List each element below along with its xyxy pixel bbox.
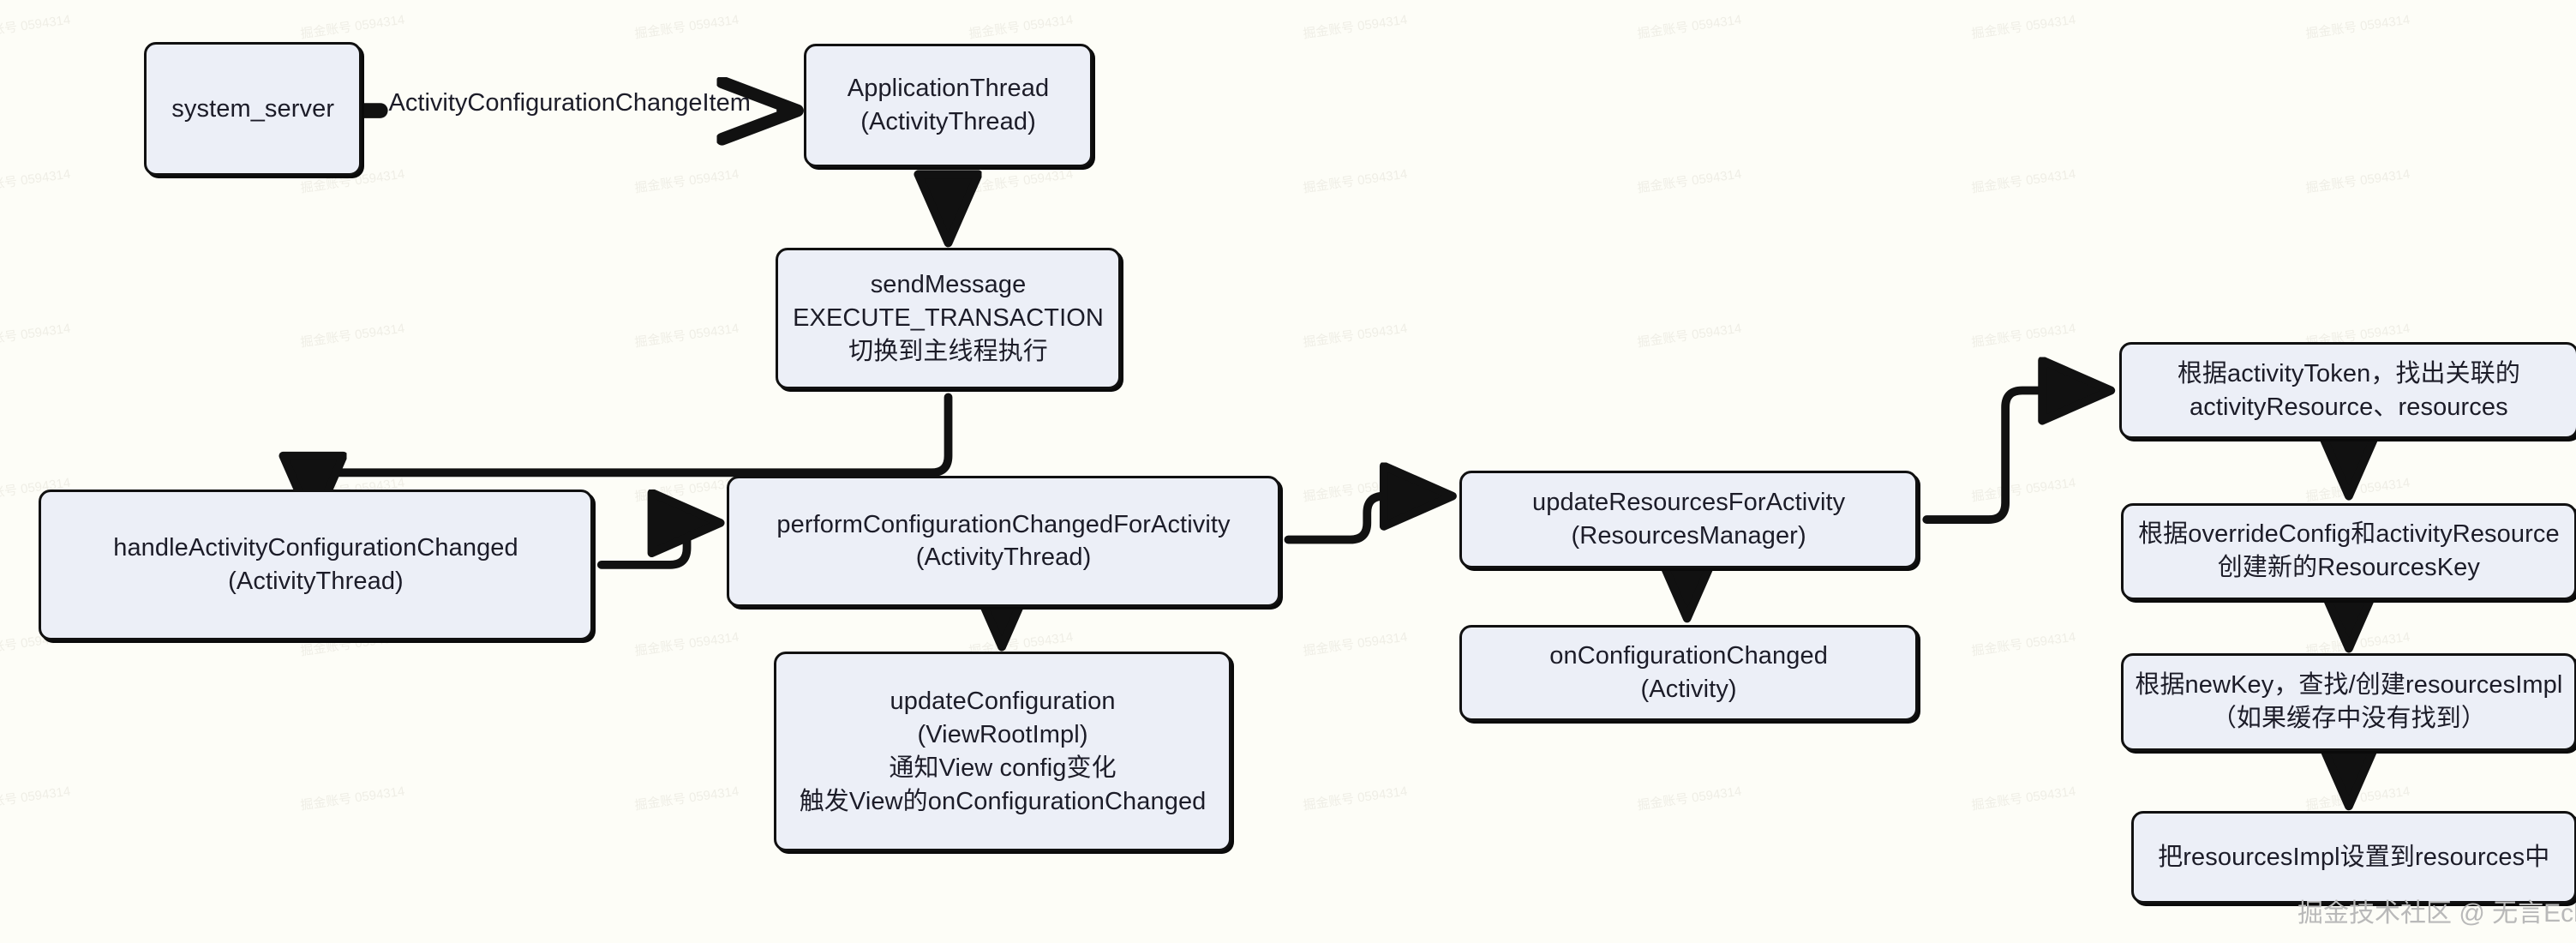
watermark-tile: 掘金账号 0594314: [1970, 166, 2077, 196]
watermark-tile: 掘金账号 0594314: [2304, 166, 2411, 196]
watermark-tile: 掘金账号 0594314: [1970, 475, 2077, 505]
watermark-tile: 掘金账号 0594314: [1636, 12, 1743, 42]
author-watermark: 掘金技术社区 @ 无言Echo: [2297, 899, 2576, 928]
watermark-tile: 掘金账号 0594314: [1302, 475, 1409, 505]
watermark-tile: 掘金账号 0594314: [1636, 784, 1743, 814]
node-update-configuration-viewrootimpl[interactable]: updateConfiguration (ViewRootImpl) 通知Vie…: [774, 652, 1231, 852]
watermark-tile: 掘金账号 0594314: [633, 629, 740, 659]
node-update-resources-for-activity[interactable]: updateResourcesForActivity (ResourcesMan…: [1459, 471, 1919, 568]
watermark-tile: 掘金账号 0594314: [967, 12, 1075, 42]
watermark-tile: 掘金账号 0594314: [1970, 12, 2077, 42]
node-system-server[interactable]: system_server: [144, 41, 362, 177]
watermark-tile: 掘金账号 0594314: [1302, 629, 1409, 659]
node-handle-activity-configuration-changed[interactable]: handleActivityConfigurationChanged (Acti…: [38, 489, 594, 640]
watermark-tile: 掘金账号 0594314: [1302, 166, 1409, 196]
node-create-resources-key[interactable]: 根据overrideConfig和activityResource 创建新的Re…: [2121, 502, 2576, 600]
watermark-tile: 掘金账号 0594314: [299, 12, 406, 42]
watermark-tile: 掘金账号 0594314: [1302, 784, 1409, 814]
watermark-tile: 掘金账号 0594314: [633, 166, 740, 196]
node-perform-configuration-changed-for-activity[interactable]: performConfigurationChangedForActivity (…: [727, 476, 1280, 607]
watermark-tile: 掘金账号 0594314: [0, 321, 72, 351]
watermark-tile: 掘金账号 0594314: [2304, 12, 2411, 42]
node-find-activity-resource[interactable]: 根据activityToken，找出关联的 activityResource、r…: [2119, 341, 2576, 440]
edge-update-resources-to-find-activity-resource: [1922, 391, 2106, 524]
watermark-tile: 掘金账号 0594314: [1302, 12, 1409, 42]
node-set-resources-impl[interactable]: 把resourcesImpl设置到resources中: [2130, 811, 2576, 904]
watermark-tile: 掘金账号 0594314: [299, 321, 406, 351]
watermark-tile: 掘金账号 0594314: [633, 12, 740, 42]
edge-handle-to-perform: [596, 523, 716, 569]
watermark-tile: 掘金账号 0594314: [633, 784, 740, 814]
watermark-tile: 掘金账号 0594314: [299, 784, 406, 814]
node-send-message[interactable]: sendMessage EXECUTE_TRANSACTION 切换到主线程执行: [776, 248, 1121, 389]
watermark-tile: 掘金账号 0594314: [1302, 321, 1409, 351]
watermark-tile: 掘金账号 0594314: [967, 166, 1075, 196]
watermark-tile: 掘金账号 0594314: [0, 12, 72, 42]
watermark-tile: 掘金账号 0594314: [633, 321, 740, 351]
watermark-tile: 掘金账号 0594314: [2304, 475, 2411, 505]
watermark-tile: 掘金账号 0594314: [2304, 784, 2411, 814]
watermark-tile: 掘金账号 0594314: [1970, 321, 2077, 351]
watermark-tile: 掘金账号 0594314: [633, 475, 740, 505]
node-find-create-resources-impl[interactable]: 根据newKey，查找/创建resourcesImpl （如果缓存中没有找到）: [2121, 653, 2576, 751]
watermark-tile: 掘金账号 0594314: [1970, 784, 2077, 814]
node-application-thread[interactable]: ApplicationThread (ActivityThread): [804, 43, 1093, 168]
watermark-tile: 掘金账号 0594314: [1636, 166, 1743, 196]
watermark-tile: 掘金账号 0594314: [1970, 629, 2077, 659]
watermark-tile: 掘金账号 0594314: [0, 784, 72, 814]
watermark-tile: 掘金账号 0594314: [0, 166, 72, 196]
edge-label-activity-configuration-change-item: ActivityConfigurationChangeItem: [388, 88, 751, 117]
watermark-tile: 掘金账号 0594314: [1636, 321, 1743, 351]
node-on-configuration-changed-activity[interactable]: onConfigurationChanged (Activity): [1459, 625, 1919, 721]
